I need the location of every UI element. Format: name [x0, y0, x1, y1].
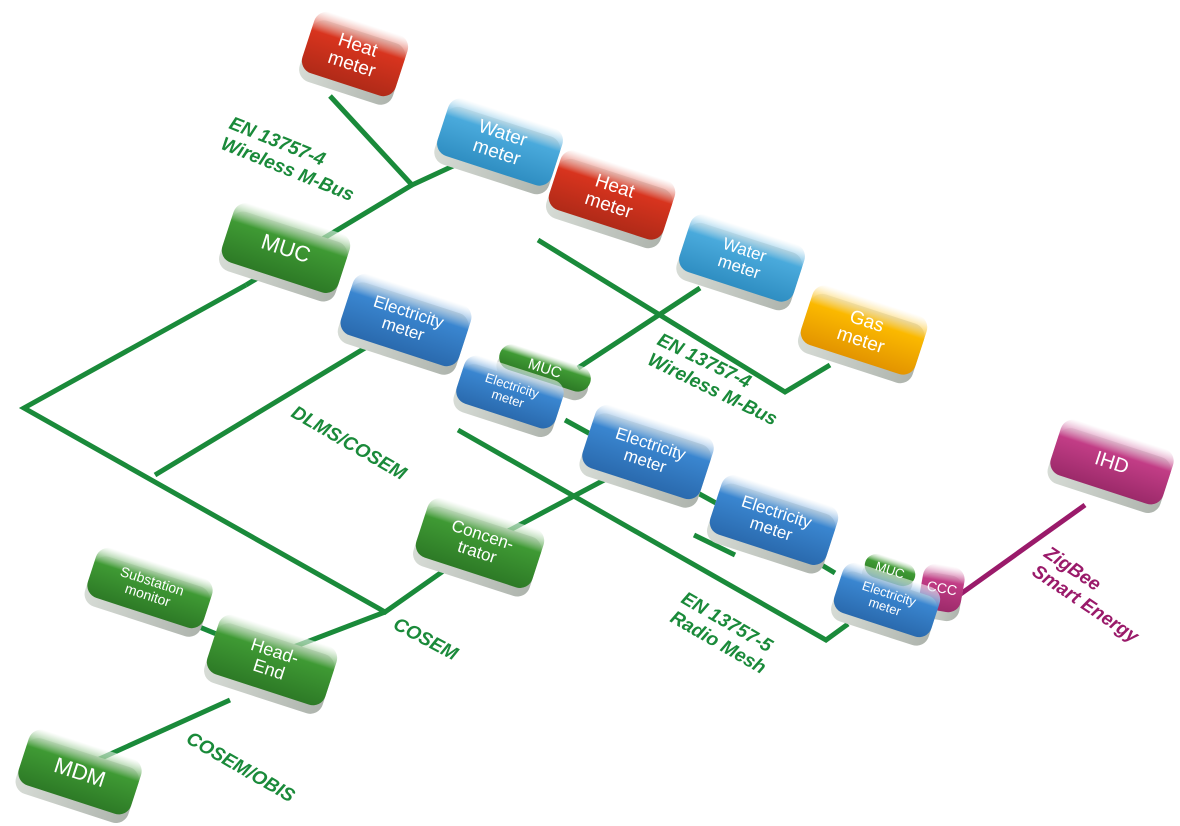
cosem-obis-label: COSEM/OBIS	[183, 728, 299, 807]
cosem-label-line-1: COSEM	[390, 614, 462, 666]
water-meter-2-top	[679, 214, 805, 302]
device-nodes: HeatmeterWatermeterHeatmeterWatermeterGa…	[15, 11, 1174, 823]
meter-data-management: MDM	[15, 729, 142, 823]
link-line-4	[153, 342, 372, 478]
heat-meter-1-top	[301, 11, 409, 97]
cosem-label: COSEM	[390, 614, 462, 666]
link-line-10	[692, 532, 737, 558]
link-line-8	[456, 427, 850, 643]
link-line-7	[576, 285, 702, 371]
head-end: Head-End	[204, 614, 338, 714]
electricity-meter-with-ccc-top	[833, 562, 941, 638]
muc-concentrator-1: MUC	[219, 203, 351, 302]
meter-data-management-top	[18, 729, 142, 815]
electricity-meter-with-muc-top	[456, 355, 564, 429]
heat-meter-2-top	[548, 150, 676, 240]
muc-module-1-top	[499, 344, 591, 392]
water-meter-1-top	[437, 98, 563, 186]
gas-meter-top	[800, 285, 928, 375]
electricity-meter-3-top	[709, 475, 839, 565]
dlms-cosem-label: DLMS/COSEM	[288, 402, 411, 485]
link-line-3	[18, 282, 478, 615]
zigbee-link-line	[953, 502, 1087, 601]
electricity-meter-1-top	[340, 273, 472, 367]
substation-monitor-top	[87, 547, 213, 629]
in-home-display: IHD	[1047, 419, 1174, 513]
muc-concentrator-1-top	[221, 203, 351, 293]
concentrator: Concen-trator	[413, 498, 545, 597]
cosem-obis-label-line-1: COSEM/OBIS	[183, 728, 299, 807]
concentrator-top	[415, 498, 545, 588]
in-home-display-top	[1050, 419, 1174, 505]
head-end-top	[206, 614, 338, 706]
dlms-cosem-label-line-1: DLMS/COSEM	[288, 402, 411, 485]
electricity-meter-2-top	[582, 404, 714, 500]
link-line-6	[536, 237, 832, 395]
